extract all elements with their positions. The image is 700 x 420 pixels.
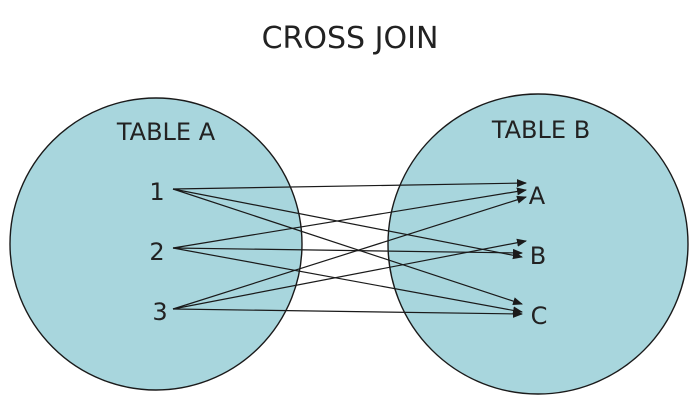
arrow-3-to-C [172,308,523,318]
table-a-row-3: 3 [152,298,167,326]
table-b-circle [387,93,689,395]
arrow-2-to-B [172,247,523,257]
arrow-1-to-C [172,188,523,305]
arrow-1-to-B [172,188,523,260]
table-a-label: TABLE A [116,118,216,146]
table-a-circle [9,97,303,391]
table-b-row-a: A [529,182,546,210]
arrow-3-to-B [172,238,527,310]
arrow-3-to-A [172,195,527,310]
arrow-1-to-A [172,179,527,190]
table-b-row-c: C [531,302,548,330]
diagram-title: CROSS JOIN [262,21,439,56]
table-b-row-b: B [530,242,546,270]
table-a-row-2: 2 [149,238,164,266]
arrow-2-to-C [172,247,523,315]
arrow-2-to-A [172,187,527,249]
table-b-label: TABLE B [491,116,590,144]
join-arrows [172,179,527,318]
table-a-row-1: 1 [149,178,164,206]
